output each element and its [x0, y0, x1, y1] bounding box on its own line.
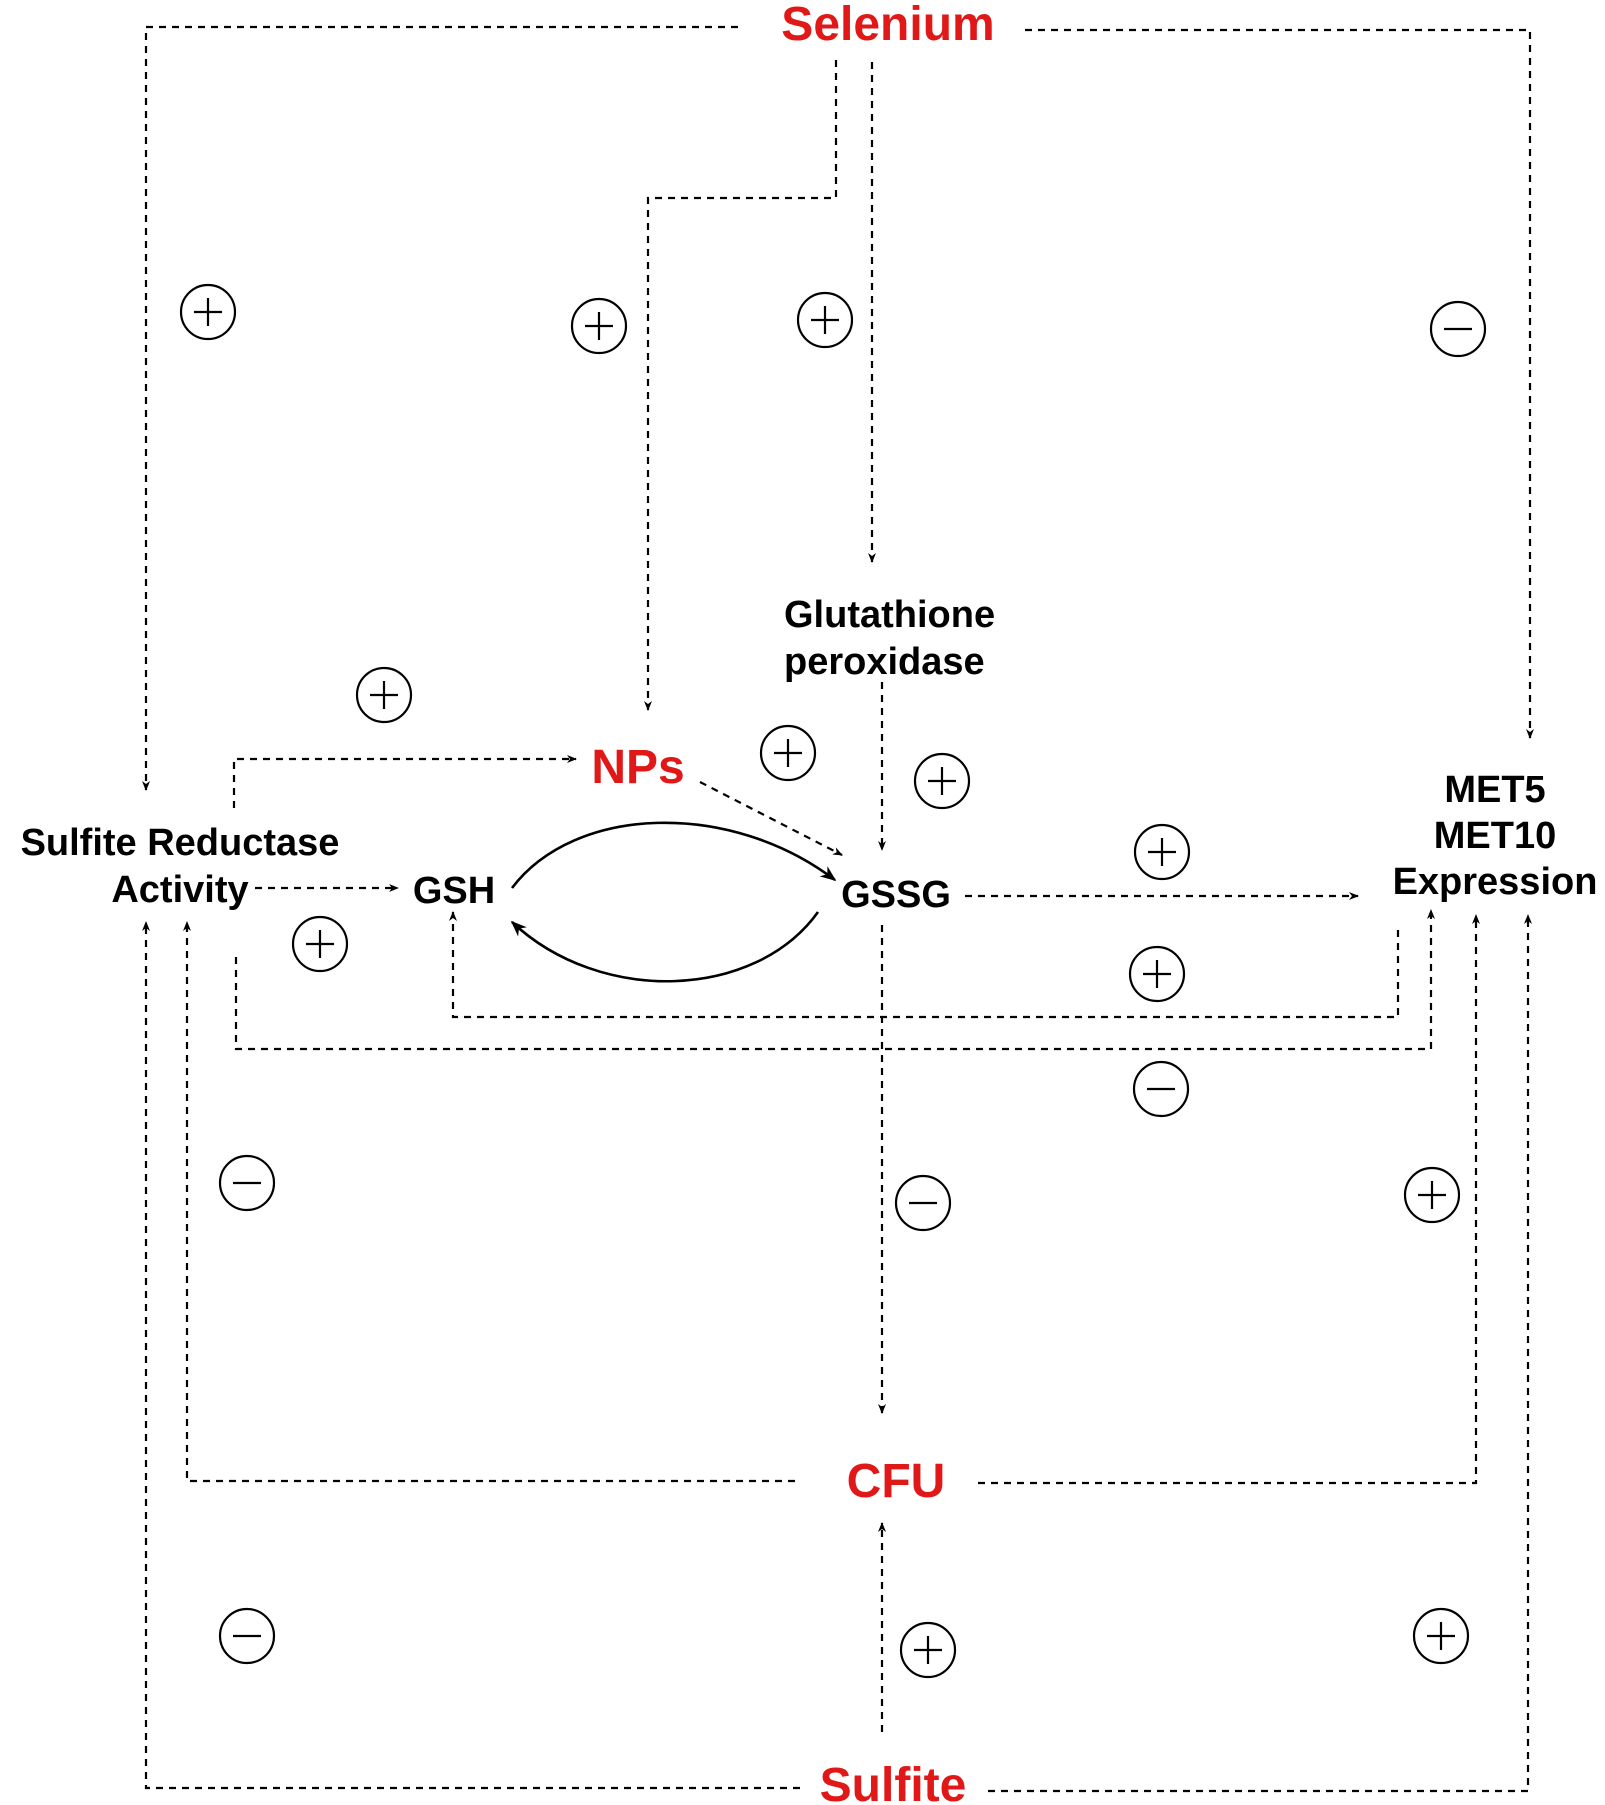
- sign-sra-gsh: [291, 915, 349, 973]
- sign-sulfite-met: [1412, 1607, 1470, 1665]
- sign-gssg-met: [1133, 823, 1191, 881]
- sign-sra-met: [1132, 1060, 1190, 1118]
- met-expression-label-3: Expression: [1393, 861, 1598, 903]
- link-selenium-to-met-expression: [1025, 28, 1534, 739]
- sign-nps-gssg: [759, 724, 817, 782]
- cfu-label: CFU: [847, 1455, 946, 1508]
- sulfite-reductase-activity-label: Sulfite Reductase: [21, 822, 340, 864]
- arrow-gssg-to-gsh: [510, 911, 820, 983]
- effect-signs: [179, 283, 1487, 1679]
- sign-gssg-cfu: [894, 1174, 952, 1232]
- link-cfu-to-met-expression: [978, 914, 1480, 1485]
- glutathione-peroxidase-label-2: peroxidase: [784, 641, 985, 683]
- key-factors: Selenium NPs CFU Sulfite: [591, 0, 994, 1805]
- link-sulfite-to-sulfite-reductase: [142, 921, 800, 1790]
- nps-label: NPs: [591, 741, 684, 794]
- gssg-label: GSSG: [841, 874, 951, 916]
- sulfite-reductase-activity-label-2: Activity: [111, 869, 248, 911]
- sign-se-gpx: [796, 291, 854, 349]
- glutathione-peroxidase-label: Glutathione: [784, 594, 995, 636]
- nodes: Glutathione peroxidase Sulfite Reductase…: [21, 594, 1598, 916]
- met-expression-label: MET5: [1444, 769, 1545, 811]
- link-selenium-to-nps: [644, 60, 838, 711]
- sign-sulfite-sra: [218, 1607, 276, 1665]
- sign-se-nps: [570, 297, 628, 355]
- links: [142, 25, 1534, 1793]
- sign-se-met: [1429, 300, 1487, 358]
- link-sulfite-reductase-to-met-expression: [234, 909, 1435, 1051]
- sign-sulfite-cfu: [899, 1621, 957, 1679]
- sign-met-gsh: [1128, 945, 1186, 1003]
- arrow-gsh-to-gssg: [510, 821, 837, 889]
- link-met-expression-to-gsh: [449, 911, 1400, 1019]
- link-selenium-to-sulfite-reductase: [142, 25, 738, 791]
- gsh-label: GSH: [413, 870, 495, 912]
- sign-cfu-sra: [218, 1154, 276, 1212]
- link-sulfite-reductase-to-nps: [232, 755, 577, 808]
- met-expression-label-2: MET10: [1434, 815, 1556, 857]
- sulfite-label: Sulfite: [820, 1759, 967, 1805]
- link-cfu-to-sulfite-reductase: [183, 921, 795, 1483]
- sign-sra-nps: [355, 666, 413, 724]
- selenium-label: Selenium: [781, 0, 994, 51]
- glutathione-redox-cycle: [510, 821, 837, 983]
- link-sulfite-to-met-expression: [988, 914, 1532, 1793]
- link-nps-to-gssg: [699, 781, 843, 856]
- sign-cfu-met: [1403, 1166, 1461, 1224]
- sign-gpx-gssg: [913, 752, 971, 810]
- sign-se-sra: [179, 283, 237, 341]
